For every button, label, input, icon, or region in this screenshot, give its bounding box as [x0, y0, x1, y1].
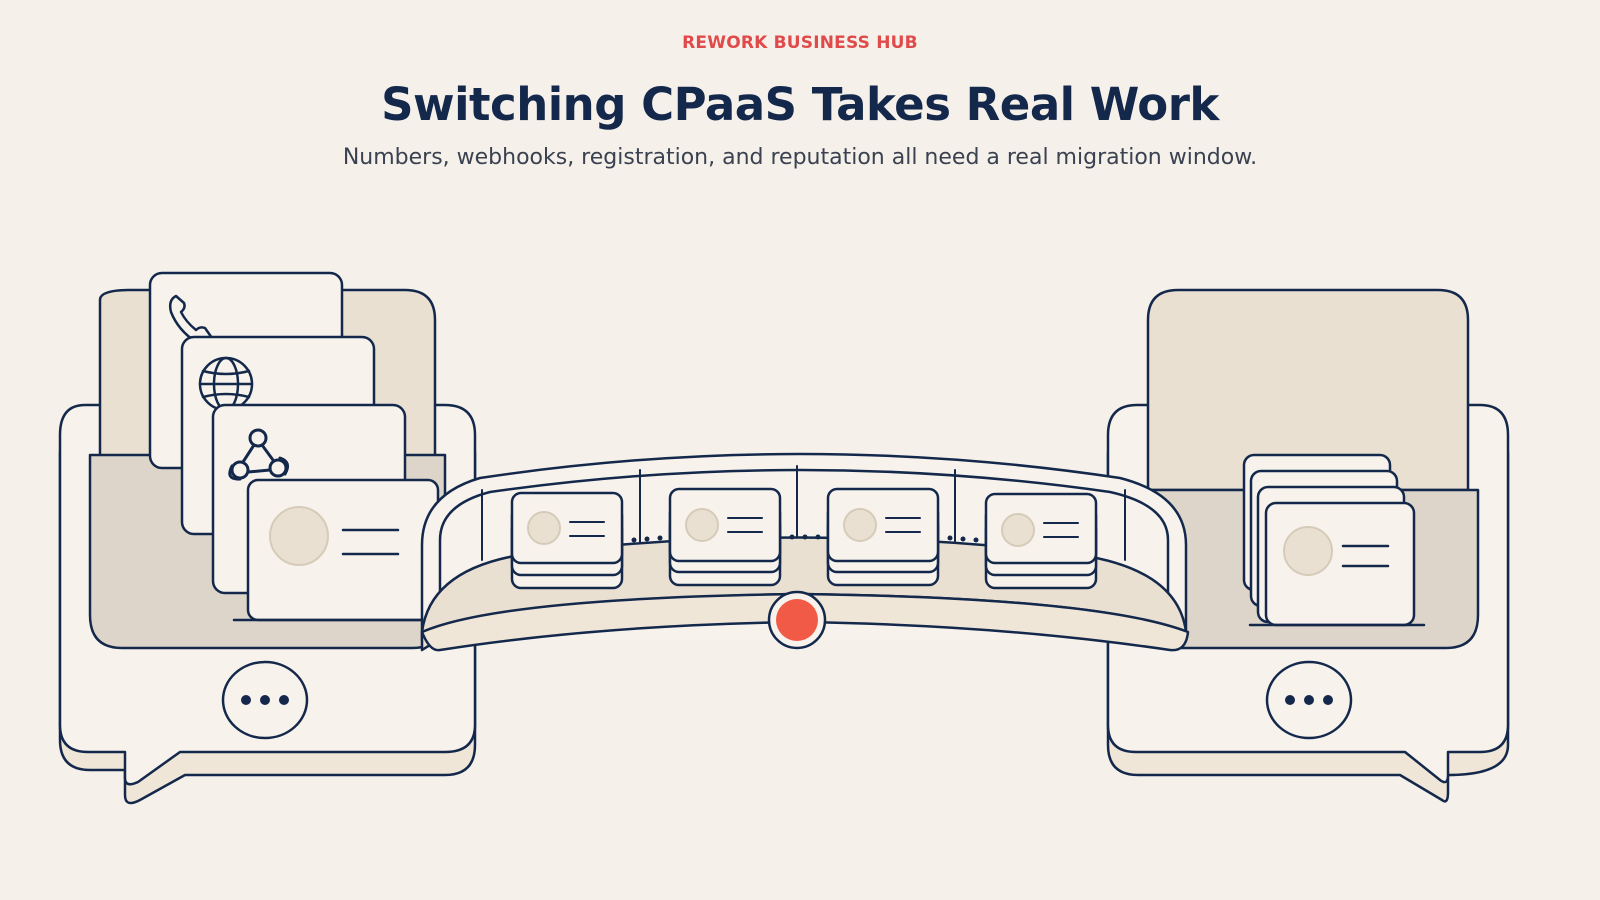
- destination-card-stack: [1242, 453, 1426, 627]
- source-bubble: [58, 271, 477, 805]
- conveyor-card-3: [826, 487, 940, 587]
- destination-bubble: [1106, 288, 1510, 803]
- conveyor-card-4: [984, 492, 1098, 590]
- conveyor-dotted-links: [631, 534, 979, 543]
- profile-card-icon: [269, 506, 400, 566]
- profile-card-icon: [1283, 526, 1390, 576]
- conveyor-card-2: [668, 487, 782, 587]
- webhook-icon: [228, 428, 290, 481]
- status-dot: [767, 590, 827, 650]
- globe-icon: [198, 356, 254, 412]
- conveyor-card-1: [510, 491, 624, 590]
- migration-conveyor: [420, 452, 1190, 652]
- page-subtitle: Numbers, webhooks, registration, and rep…: [342, 145, 1258, 170]
- page-title: Switching CPaaS Takes Real Work: [381, 78, 1219, 131]
- ellipsis-icon: [221, 660, 309, 740]
- source-card-stack: [148, 271, 442, 622]
- ellipsis-icon: [1265, 660, 1353, 740]
- eyebrow-label: REWORK BUSINESS HUB: [682, 33, 918, 53]
- phone-icon: [168, 294, 214, 345]
